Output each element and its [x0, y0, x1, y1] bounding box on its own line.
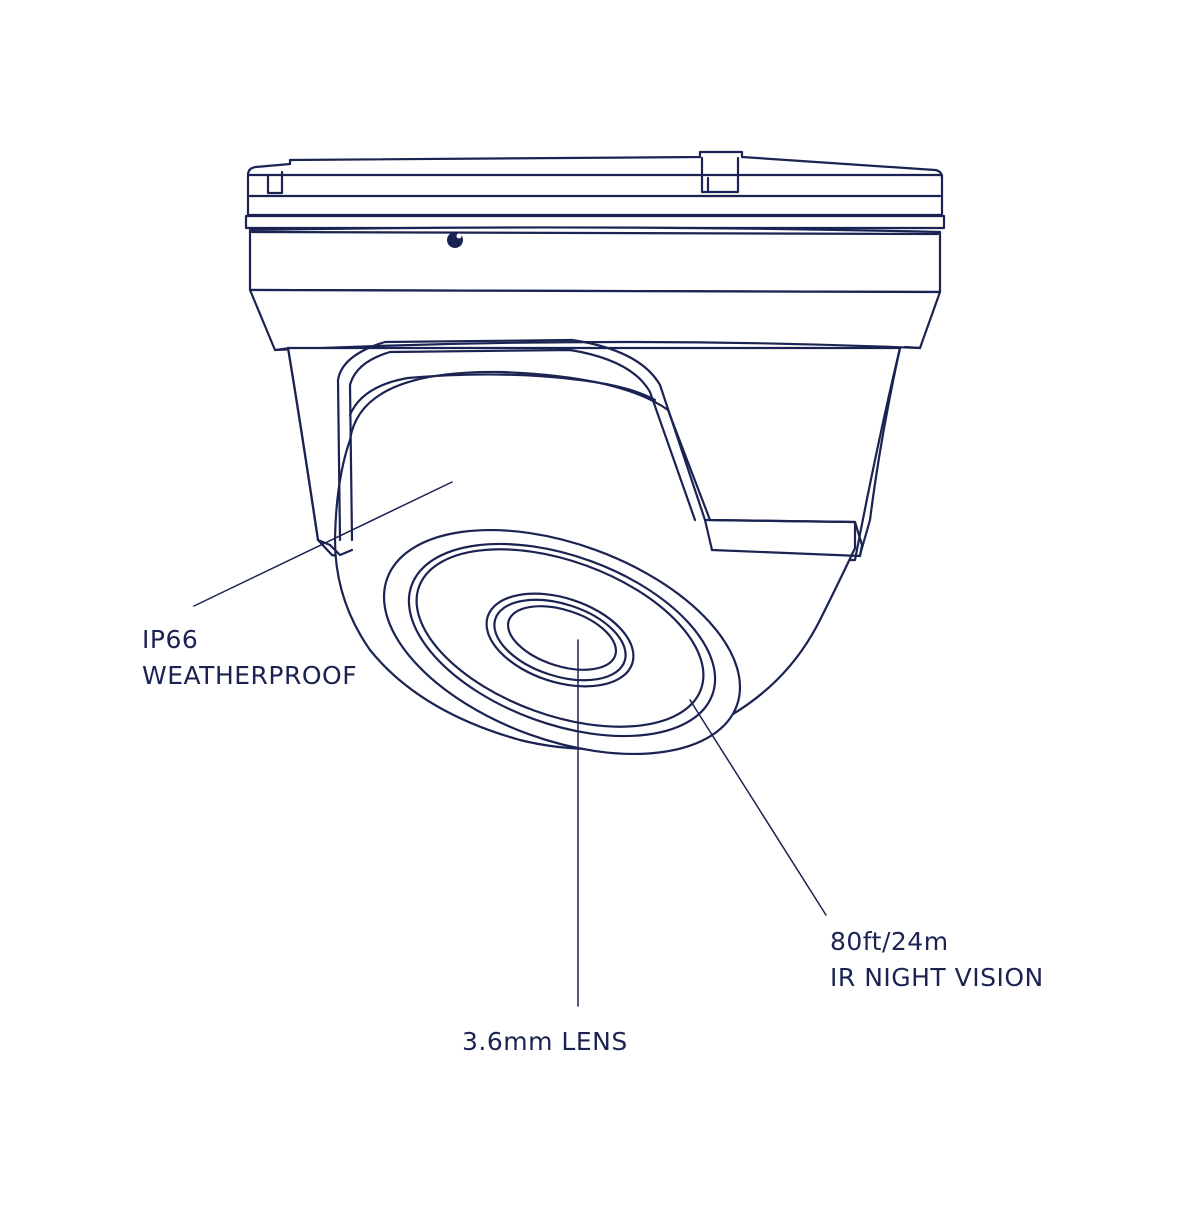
mounting-ring-top [246, 150, 944, 217]
mounting-ring-middle [244, 214, 946, 294]
leader-ir-night-vision [689, 699, 827, 916]
callout-weatherproof: IP66 WEATHERPROOF [142, 622, 357, 694]
callout-ir-line2: IR NIGHT VISION [830, 963, 1044, 992]
housing-base [248, 288, 942, 352]
callout-lens: 3.6mm LENS [462, 1024, 628, 1060]
callout-ir-night-vision: 80ft/24m IR NIGHT VISION [830, 924, 1044, 996]
leader-weatherproof [193, 481, 453, 607]
shroud-cutout [316, 338, 864, 558]
screw-icon [447, 232, 463, 248]
callout-weatherproof-line1: IP66 [142, 625, 199, 654]
lens-face [382, 528, 742, 756]
callout-weatherproof-line2: WEATHERPROOF [142, 661, 358, 690]
callout-lines [193, 481, 827, 1007]
callout-lens-line1: 3.6mm LENS [462, 1027, 628, 1056]
callout-ir-line1: 80ft/24m [830, 927, 949, 956]
